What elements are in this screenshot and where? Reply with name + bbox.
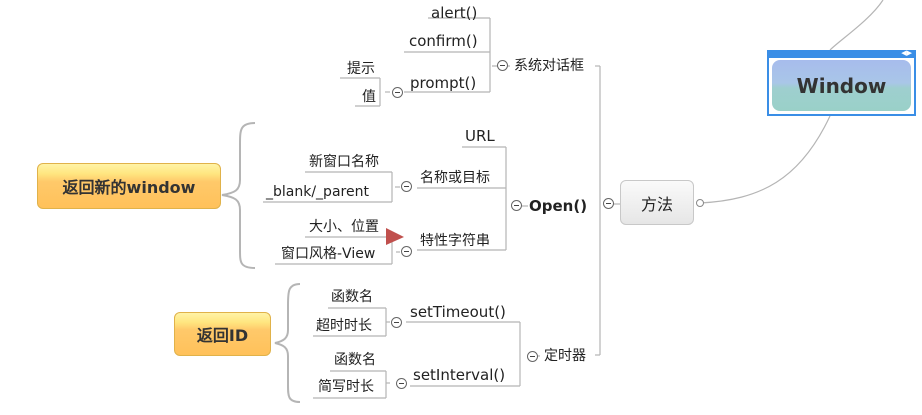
prompt-param-value[interactable]: 值: [362, 89, 376, 105]
selection-tab: [769, 52, 914, 58]
callout-returns-new-window[interactable]: 返回新的window: [37, 163, 221, 209]
open-node[interactable]: Open(): [529, 197, 588, 215]
confirm-node[interactable]: confirm(): [409, 32, 478, 50]
timer-node[interactable]: 定时器: [544, 348, 586, 364]
connector-dot-method: [696, 199, 704, 207]
target-value-blank-parent[interactable]: _blank/_parent: [266, 184, 369, 200]
alert-node[interactable]: alert(): [431, 4, 478, 22]
set-timeout-node[interactable]: setTimeout(): [410, 303, 506, 321]
collapse-toggle-dialogs[interactable]: [497, 60, 508, 71]
callout-returns-id[interactable]: 返回ID: [174, 312, 271, 356]
target-value-new-name[interactable]: 新窗口名称: [309, 154, 379, 170]
collapse-toggle-method[interactable]: [603, 198, 614, 209]
interval-param-function[interactable]: 函数名: [334, 352, 376, 368]
collapse-toggle-set-interval[interactable]: [396, 378, 407, 389]
root-node-frame[interactable]: ◀▶ Window: [767, 49, 916, 116]
method-node[interactable]: 方法: [620, 180, 694, 225]
target-node[interactable]: 名称或目标: [420, 170, 490, 186]
collapse-toggle-timer[interactable]: [527, 351, 538, 362]
feature-value-window-style[interactable]: 窗口风格-View: [281, 246, 376, 262]
dialogs-node[interactable]: 系统对话框: [514, 58, 584, 74]
brace-new-window: [221, 122, 256, 269]
collapse-toggle-prompt[interactable]: [392, 87, 403, 98]
timeout-param-duration[interactable]: 超时时长: [316, 318, 372, 334]
collapse-toggle-open[interactable]: [511, 200, 522, 211]
features-node[interactable]: 特性字符串: [420, 233, 490, 249]
collapse-arrows-icon[interactable]: ◀▶: [901, 49, 912, 57]
collapse-toggle-target[interactable]: [401, 181, 412, 192]
timeout-param-function[interactable]: 函数名: [331, 289, 373, 305]
root-node-window[interactable]: Window: [772, 60, 911, 111]
brace-return-id: [274, 283, 301, 403]
prompt-param-hint[interactable]: 提示: [347, 61, 375, 77]
root-top-curve: [829, 0, 884, 51]
prompt-node[interactable]: prompt(): [410, 74, 477, 92]
feature-value-size-position[interactable]: 大小、位置: [309, 219, 379, 235]
collapse-toggle-set-timeout[interactable]: [391, 317, 402, 328]
interval-param-duration[interactable]: 简写时长: [318, 379, 374, 395]
root-to-method-curve: [699, 115, 831, 204]
collapse-toggle-features[interactable]: [401, 246, 412, 257]
set-interval-node[interactable]: setInterval(): [413, 366, 506, 384]
url-node[interactable]: URL: [465, 127, 495, 145]
red-arrow-marker: [386, 228, 404, 245]
